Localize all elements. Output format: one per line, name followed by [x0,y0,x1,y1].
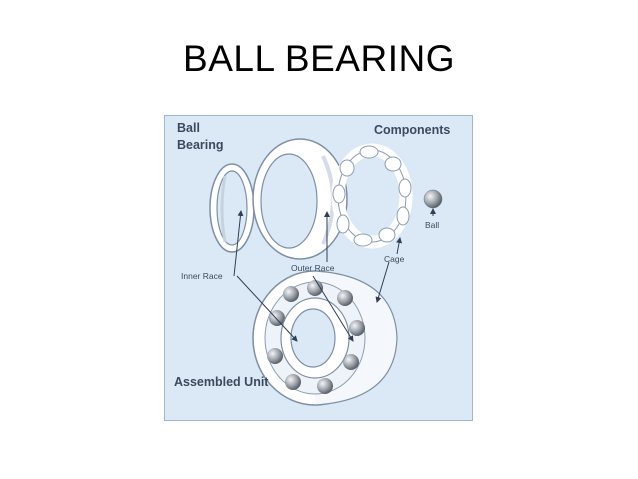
diagram-canvas: Ball Bearing Components Assembled Unit I… [174,121,450,406]
leader-lines [233,208,436,342]
cage-arrow-bottom [375,261,390,303]
cage-arrow-top [396,237,403,255]
inner-race-arrow-bottom [236,275,298,342]
outer-race-label: Outer Race [291,263,335,273]
assembled-bearing [252,270,398,406]
slide-title: BALL BEARING [183,38,455,79]
diagram-heading-line2: Bearing [177,138,224,152]
ball-part [423,189,443,209]
components-heading: Components [374,123,450,137]
cage-part [331,143,413,249]
ball-bearing-diagram: Ball Bearing Components Assembled Unit I… [164,115,473,421]
inner-race-part [209,163,255,253]
inner-race-arrow-top [233,210,244,277]
assembled-unit-heading: Assembled Unit [174,375,269,389]
inner-race-label: Inner Race [181,271,223,281]
outer-race-arrow-bottom [312,275,354,342]
diagram-heading-line1: Ball [177,121,200,135]
ball-label: Ball [425,220,439,230]
cage-label: Cage [384,254,405,264]
